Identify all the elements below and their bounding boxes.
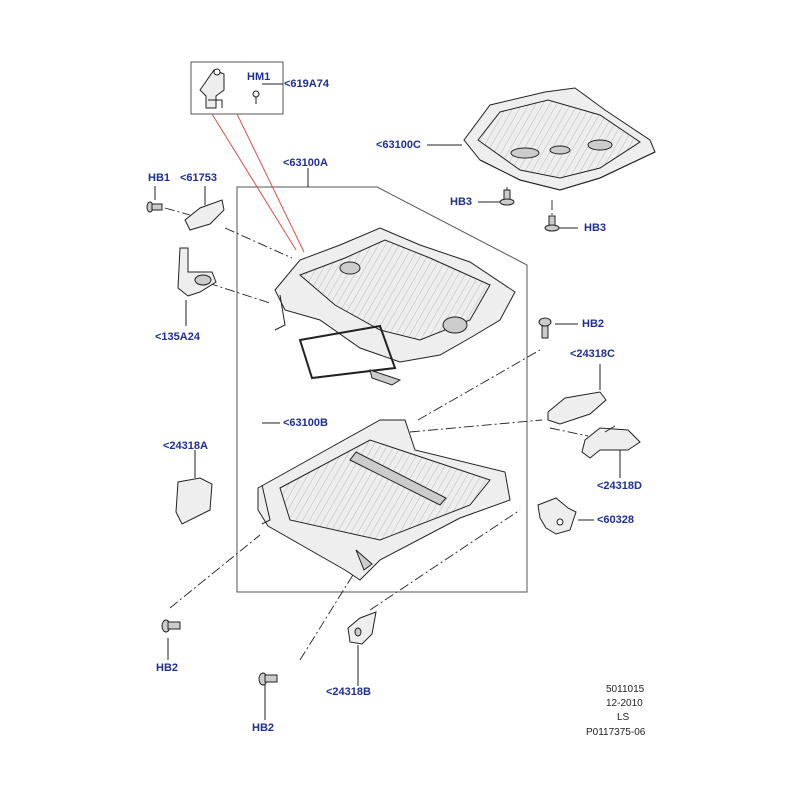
- callout-135a24[interactable]: <135A24: [155, 331, 200, 343]
- callout-hb3-left[interactable]: HB3: [450, 196, 473, 208]
- assembly-box: [236, 186, 528, 593]
- callout-60328[interactable]: <60328: [597, 514, 635, 526]
- callout-61753[interactable]: <61753: [180, 172, 218, 184]
- callout-63100c[interactable]: <63100C: [376, 139, 421, 151]
- hm1-screw-part: [252, 90, 260, 104]
- callout-63100b[interactable]: <63100B: [283, 417, 328, 429]
- footer-code-1: 5011015: [606, 684, 645, 695]
- callout-63100a[interactable]: <63100A: [283, 157, 328, 169]
- callout-24318c[interactable]: <24318C: [570, 348, 615, 360]
- hb2-bolt-right: [538, 317, 552, 339]
- seat-pan-part: [463, 87, 656, 191]
- callout-24318b[interactable]: <24318B: [326, 686, 371, 698]
- callout-24318a[interactable]: <24318A: [163, 440, 208, 452]
- cover-24318b-part: [347, 611, 377, 645]
- footer-code-4: P0117375-06: [586, 727, 646, 738]
- callout-hb2-bottom-center[interactable]: HB2: [252, 722, 275, 734]
- cover-24318a-part: [175, 477, 213, 525]
- hb2-bolt-bottom-center: [258, 672, 278, 686]
- cover-61753-part: [184, 199, 225, 231]
- hb2-bolt-bottom-left: [161, 619, 181, 633]
- callout-hm1[interactable]: HM1: [247, 71, 271, 83]
- callout-hb2-bottom-left[interactable]: HB2: [156, 662, 179, 674]
- footer-code-2: 12-2010: [606, 698, 643, 709]
- callout-hb1[interactable]: HB1: [148, 172, 171, 184]
- red-leader-2: [236, 113, 305, 253]
- assembly-lines: [164, 187, 589, 661]
- hb3-bolt-left: [499, 189, 515, 206]
- callout-hb3-right[interactable]: HB3: [584, 222, 607, 234]
- hb3-bolt-right: [544, 215, 560, 232]
- cover-24318c-part: [547, 391, 607, 425]
- bracket-135a24-part: [177, 247, 217, 297]
- hinge-bracket-part: [199, 68, 225, 109]
- seat-base-lower-part: [257, 419, 511, 581]
- callout-hb2-right[interactable]: HB2: [582, 318, 605, 330]
- footer-code-3: LS: [617, 712, 630, 723]
- bracket-24318d-part: [581, 425, 641, 459]
- bracket-60328-part: [537, 497, 577, 535]
- seat-frame-upper-part: [274, 227, 516, 386]
- leader-lines: [154, 83, 621, 720]
- hb1-bolt: [146, 201, 163, 213]
- callout-619a74[interactable]: <619A74: [284, 78, 329, 90]
- callout-24318d[interactable]: <24318D: [597, 480, 642, 492]
- red-leader-1: [211, 113, 297, 251]
